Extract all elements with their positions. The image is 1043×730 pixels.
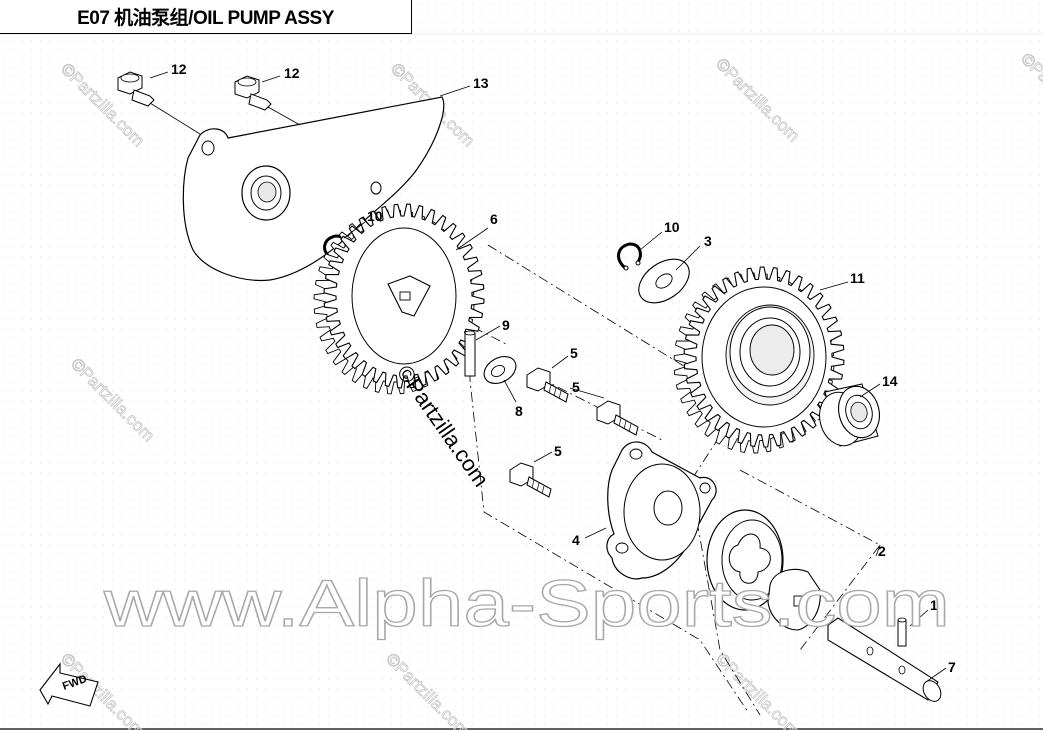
callout-5: 5	[554, 443, 562, 459]
diagram-title: E07 机油泵组/OIL PUMP ASSY	[0, 0, 412, 34]
part-8-washer	[483, 356, 517, 384]
part-1-pin	[897, 617, 907, 647]
callout-4: 4	[572, 532, 580, 548]
part-3-washer	[638, 258, 690, 304]
part-12-bolt-b	[234, 75, 272, 111]
callout-13: 13	[473, 75, 489, 91]
callout-10: 10	[664, 219, 680, 235]
callout-3: 3	[704, 233, 712, 249]
part-12-bolt-a	[117, 71, 155, 107]
part-2-rotor-set	[706, 509, 821, 631]
callout-5: 5	[572, 379, 580, 395]
callout-1: 1	[930, 597, 938, 613]
watermark-alpha-sports: www.Alpha-Sports.com	[103, 566, 950, 640]
part-4-pump-body	[606, 441, 717, 580]
callout-2: 2	[878, 543, 886, 559]
callout-labels: 12 12 13 10 6 9 8 10 3 11 14 5 5 5 4 2 1…	[171, 61, 956, 675]
fwd-arrow-icon: FWD	[39, 662, 99, 707]
callout-14: 14	[882, 373, 898, 389]
callout-7: 7	[948, 659, 956, 675]
callout-12: 12	[284, 65, 300, 81]
part-7-pump-shaft	[827, 617, 942, 702]
callout-6: 6	[490, 211, 498, 227]
leader-lines	[149, 71, 947, 683]
part-11-idler-gear	[673, 266, 845, 454]
callout-8: 8	[515, 403, 523, 419]
callout-12: 12	[171, 61, 187, 77]
part-5-bolt-b	[596, 400, 639, 436]
callout-5: 5	[570, 345, 578, 361]
part-5-bolt-c	[509, 462, 552, 498]
part-14-bearing	[819, 383, 881, 447]
part-10-circlip-b	[617, 242, 642, 271]
callout-9: 9	[502, 317, 510, 333]
part-9-pin	[464, 330, 476, 377]
callout-10: 10	[367, 208, 383, 224]
part-5-bolt-a	[526, 367, 569, 403]
callout-11: 11	[850, 270, 865, 286]
part-6-pump-gear	[313, 203, 485, 395]
